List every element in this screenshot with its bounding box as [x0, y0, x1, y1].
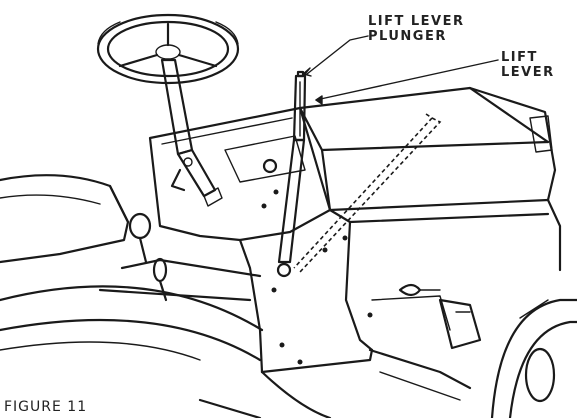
hood [298, 86, 562, 272]
front-wheel [490, 298, 577, 418]
axle-bracket [438, 298, 482, 350]
lift-lever-label-line2: LEVER [501, 65, 555, 80]
lift-lever-label-line1: LIFT [501, 50, 538, 65]
steering-wheel [96, 13, 240, 85]
steering-column [160, 58, 223, 207]
control-knobs [128, 212, 441, 302]
lift-lever-plunger-label-line1: LIFT LEVER [368, 14, 465, 29]
figure-caption: FIGURE 11 [4, 399, 88, 415]
lift-lever-alt-position [293, 113, 442, 273]
seat [0, 174, 130, 264]
leader-lines [302, 35, 499, 105]
fender [0, 258, 264, 362]
lift-lever-plunger-label-line2: PLUNGER [368, 29, 447, 44]
lift-lever [276, 70, 307, 278]
frame-side [238, 208, 550, 374]
footrest [198, 348, 472, 418]
dash-panel [148, 106, 332, 242]
